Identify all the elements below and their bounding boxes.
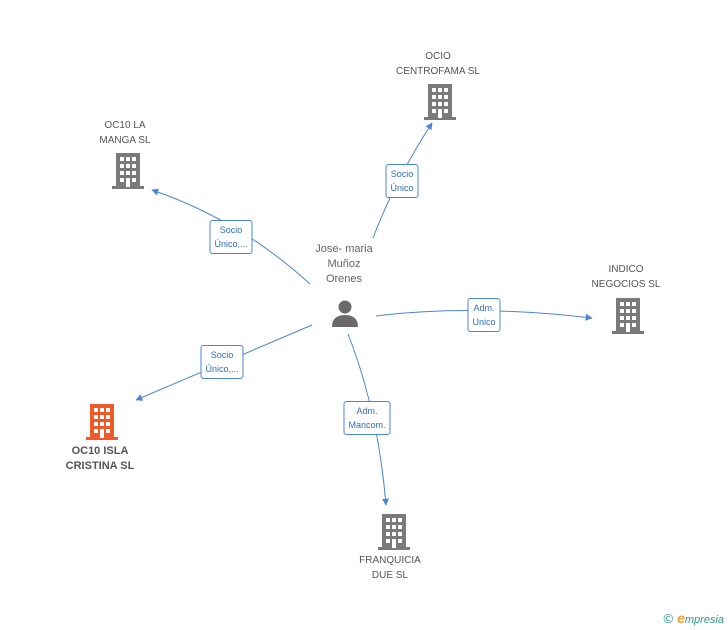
edge-label-line: Único,... (205, 364, 239, 374)
watermark: © empresia (663, 610, 724, 626)
edge-label-line: Unico (472, 317, 496, 327)
brand-initial: e (677, 610, 685, 626)
company-label-line: INDICO (608, 264, 644, 275)
edge-label-line: Socio (390, 169, 414, 179)
company-label-line: CRISTINA SL (65, 460, 135, 472)
person-name: Jose- maria Muñoz Orenes (315, 242, 372, 287)
person-icon[interactable] (330, 298, 360, 328)
company-label-line: OC10 LA (104, 120, 146, 131)
company-label-oc10-la-manga[interactable]: OC10 LA MANGA SL (99, 118, 150, 148)
building-icon[interactable] (612, 298, 644, 334)
edge-label-line: Mancom. (348, 420, 386, 430)
person-name-line: Jose- maria (315, 243, 373, 255)
company-label-line: CENTROFAMA SL (396, 66, 480, 77)
edge-label-line: Adm. (356, 406, 378, 416)
edge-label-ocio-centrofama: Socio Único (385, 164, 419, 198)
company-label-line: NEGOCIOS SL (591, 279, 661, 290)
person-name-line: Orenes (325, 273, 363, 285)
company-label-franquicia-due[interactable]: FRANQUICIA DUE SL (359, 553, 421, 583)
building-icon[interactable] (112, 153, 144, 189)
company-label-line: MANGA SL (99, 135, 151, 146)
company-label-indico-negocios[interactable]: INDICO NEGOCIOS SL (592, 262, 661, 292)
company-label-line: DUE SL (371, 570, 409, 581)
company-label-ocio-centrofama[interactable]: OCIO CENTROFAMA SL (396, 49, 480, 79)
building-icon[interactable] (378, 514, 410, 550)
company-label-line: OC10 ISLA (71, 445, 129, 457)
edge-label-line: Único (390, 183, 414, 193)
edge-label-oc10-la-manga: Socio Único,... (209, 220, 253, 254)
brand-rest: mpresia (684, 614, 724, 626)
edge-label-line: Único,... (214, 239, 248, 249)
edge-label-line: Socio (219, 225, 243, 235)
edge-label-oc10-isla-cristina: Socio Único,... (200, 345, 244, 379)
company-label-line: FRANQUICIA (359, 555, 421, 566)
brand-logo: empresia (677, 610, 724, 626)
person-name-line: Muñoz (327, 258, 361, 270)
copyright-symbol: © (663, 610, 674, 626)
edge-label-franquicia-due: Adm. Mancom. (343, 401, 391, 435)
building-icon[interactable] (424, 84, 456, 120)
edge-label-indico-negocios: Adm. Unico (467, 298, 501, 332)
company-label-oc10-isla-cristina[interactable]: OC10 ISLA CRISTINA SL (66, 444, 135, 474)
edge-label-line: Socio (210, 350, 234, 360)
building-icon-focus[interactable] (86, 404, 118, 440)
company-label-line: OCIO (425, 51, 451, 62)
edge-label-line: Adm. (473, 303, 495, 313)
